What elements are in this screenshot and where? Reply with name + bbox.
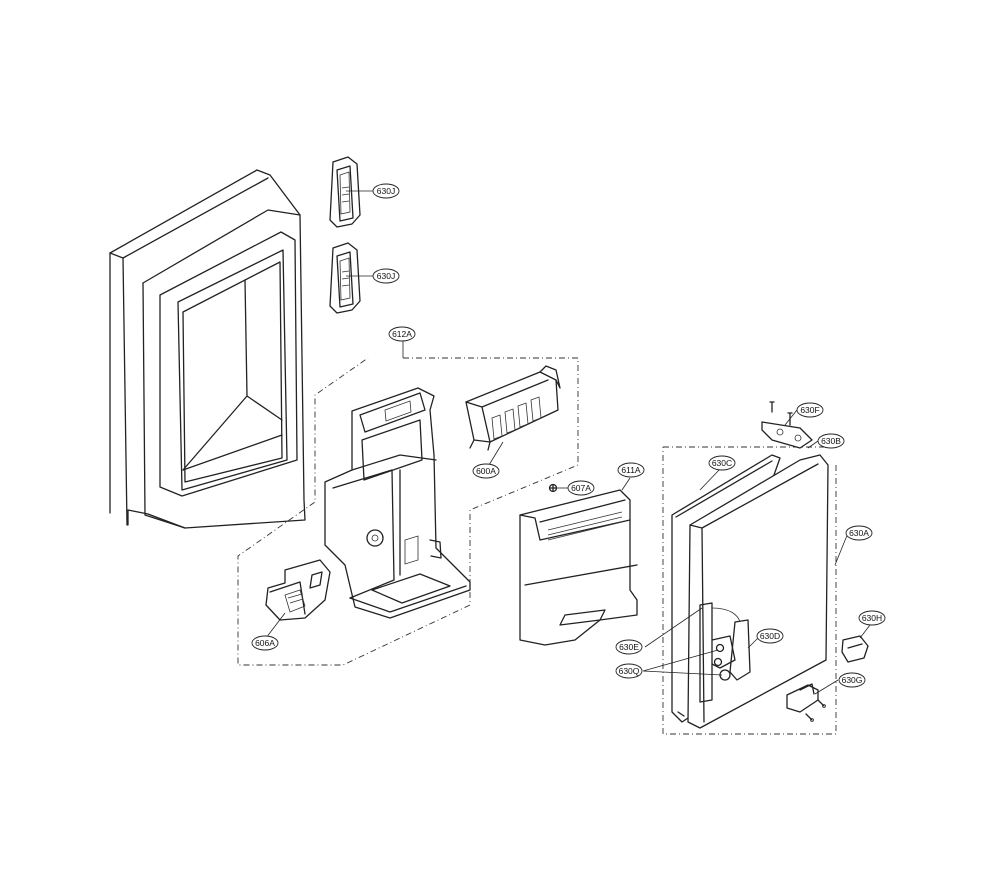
- hinge-630F: [761, 401, 813, 449]
- bracket-630G: [786, 683, 826, 722]
- callout-630H: 630H: [858, 610, 886, 626]
- svg-text:606A: 606A: [255, 638, 275, 648]
- callout-630J-top: 630J: [372, 183, 400, 199]
- ice-maker-600A: [465, 365, 561, 451]
- hinge-assembly-630D: [699, 602, 751, 703]
- svg-text:600A: 600A: [476, 466, 496, 476]
- svg-text:612A: 612A: [392, 329, 412, 339]
- svg-text:630J: 630J: [377, 271, 395, 281]
- callout-630C: 630C: [708, 455, 736, 471]
- bracket-630H: [841, 635, 869, 663]
- callout-606A: 606A: [251, 635, 279, 651]
- chute-cover-611A: [519, 489, 638, 646]
- handle-part-630J-bottom: [329, 242, 361, 314]
- callout-630D: 630D: [756, 628, 784, 644]
- svg-text:630Q: 630Q: [619, 666, 640, 676]
- callout-630B: 630B: [817, 433, 845, 449]
- svg-text:630B: 630B: [821, 436, 841, 446]
- callout-630E: 630E: [615, 639, 643, 655]
- callout-612A: 612A: [388, 326, 416, 342]
- svg-text:630G: 630G: [842, 675, 863, 685]
- svg-text:607A: 607A: [571, 483, 591, 493]
- svg-text:630C: 630C: [712, 458, 732, 468]
- callout-600A: 600A: [472, 463, 500, 479]
- svg-text:630F: 630F: [800, 405, 819, 415]
- svg-text:630A: 630A: [849, 528, 869, 538]
- screw-607A: [548, 483, 558, 493]
- dispenser-door-630A: [671, 454, 829, 729]
- callout-630Q: 630Q: [615, 663, 643, 679]
- svg-text:611A: 611A: [621, 465, 641, 475]
- svg-text:630D: 630D: [760, 631, 780, 641]
- callout-630G: 630G: [838, 672, 866, 688]
- handle-part-630J-top: [329, 156, 361, 228]
- dispenser-housing-612A: [324, 387, 471, 619]
- refrigerator-door-panel: [109, 169, 306, 529]
- svg-text:630H: 630H: [862, 613, 882, 623]
- callout-630F: 630F: [796, 402, 824, 418]
- callout-630J-bottom: 630J: [372, 268, 400, 284]
- callout-630A: 630A: [845, 525, 873, 541]
- callout-607A: 607A: [567, 480, 595, 496]
- leader-lines: [265, 190, 871, 695]
- svg-text:630J: 630J: [377, 186, 395, 196]
- assembly-boundary-612A: [237, 357, 579, 666]
- callout-611A: 611A: [617, 462, 645, 478]
- bracket-606A: [265, 559, 331, 621]
- svg-text:630E: 630E: [619, 642, 639, 652]
